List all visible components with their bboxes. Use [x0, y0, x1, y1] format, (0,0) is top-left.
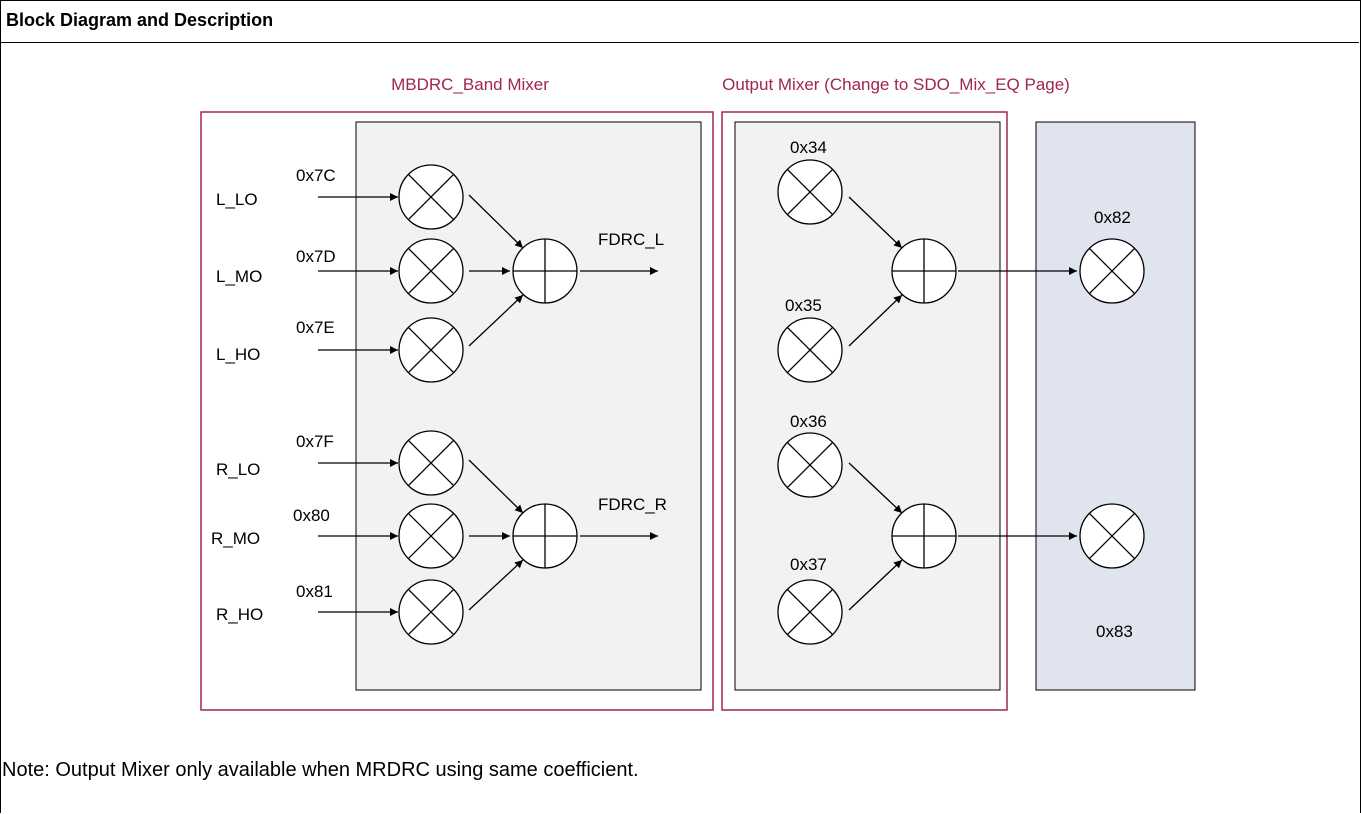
multiplier-l-ho — [398, 317, 464, 383]
adder-right — [512, 503, 578, 569]
footnote: Note: Output Mixer only available when M… — [2, 759, 639, 781]
multiplier-0x37 — [777, 579, 843, 645]
connector-arrow — [468, 294, 524, 347]
input-label-r-lo: R_LO — [216, 460, 260, 479]
connector-arrow — [468, 559, 524, 611]
reg-label-0x36: 0x36 — [790, 412, 827, 431]
reg-label-0x34: 0x34 — [790, 138, 827, 157]
output-adder-top — [891, 238, 957, 304]
input-label-l-lo: L_LO — [216, 190, 258, 209]
reg-label-0x37: 0x37 — [790, 555, 827, 574]
output-mixer-group-outline — [721, 111, 1008, 711]
multiplier-r-mo — [398, 503, 464, 569]
connector-arrow — [848, 559, 903, 611]
connector-arrow — [848, 294, 903, 347]
final-gain-panel — [1035, 121, 1196, 691]
output-mixer-group-label: Output Mixer (Change to SDO_Mix_EQ Page) — [722, 75, 1070, 94]
reg-label-0x7c: 0x7C — [296, 166, 336, 185]
input-label-l-ho: L_HO — [216, 345, 260, 364]
input-label-l-mo: L_MO — [216, 267, 262, 286]
reg-label-0x82: 0x82 — [1094, 208, 1131, 227]
multiplier-l-lo — [398, 164, 464, 230]
multiplier-0x82 — [1079, 238, 1145, 304]
reg-label-0x7f: 0x7F — [296, 432, 334, 451]
section-title: Block Diagram and Description — [6, 10, 274, 30]
multiplier-r-ho — [398, 579, 464, 645]
reg-label-0x80: 0x80 — [293, 506, 330, 525]
mbdrc-group-outline — [200, 111, 714, 711]
multiplier-0x83 — [1079, 503, 1145, 569]
output-label-fdrc-l: FDRC_L — [598, 230, 664, 249]
mbdrc-group-label: MBDRC_Band Mixer — [391, 75, 549, 94]
reg-label-0x7d: 0x7D — [296, 247, 336, 266]
connector-arrow — [848, 196, 903, 249]
reg-label-0x81: 0x81 — [296, 582, 333, 601]
multiplier-l-mo — [398, 238, 464, 304]
reg-label-0x83: 0x83 — [1096, 622, 1133, 641]
multiplier-0x34 — [777, 159, 843, 225]
section-header: Block Diagram and Description — [0, 0, 1359, 43]
multiplier-0x35 — [777, 317, 843, 383]
reg-label-0x35: 0x35 — [785, 296, 822, 315]
input-label-r-ho: R_HO — [216, 605, 263, 624]
connector-arrow — [468, 194, 524, 249]
adder-left — [512, 238, 578, 304]
output-adder-bottom — [891, 503, 957, 569]
multiplier-r-lo — [398, 430, 464, 496]
multiplier-0x36 — [777, 432, 843, 498]
output-label-fdrc-r: FDRC_R — [598, 495, 667, 514]
output-mixer-panel — [734, 121, 1001, 691]
connector-arrow — [468, 459, 524, 514]
input-label-r-mo: R_MO — [211, 529, 260, 548]
connector-arrow — [848, 462, 903, 514]
reg-label-0x7e: 0x7E — [296, 318, 335, 337]
